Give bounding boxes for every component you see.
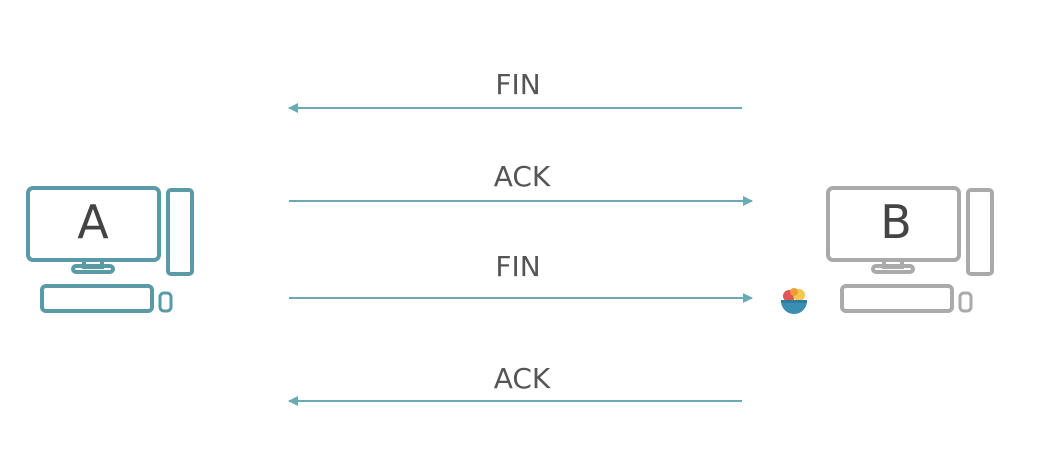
host-b-label: B <box>880 195 912 249</box>
message-1-label: FIN <box>495 68 540 101</box>
colorful-bowl-icon <box>781 288 807 314</box>
message-4: ACK <box>288 362 742 406</box>
message-2-label: ACK <box>494 160 551 193</box>
message-2: ACK <box>289 160 753 206</box>
message-3-label: FIN <box>495 250 540 283</box>
message-4-label: ACK <box>494 362 551 395</box>
host-a-computer-icon: A <box>26 186 194 313</box>
host-a-label: A <box>77 195 109 249</box>
message-1: FIN <box>288 68 742 113</box>
message-3: FIN <box>289 250 753 303</box>
host-b-computer-icon: B <box>826 186 994 313</box>
